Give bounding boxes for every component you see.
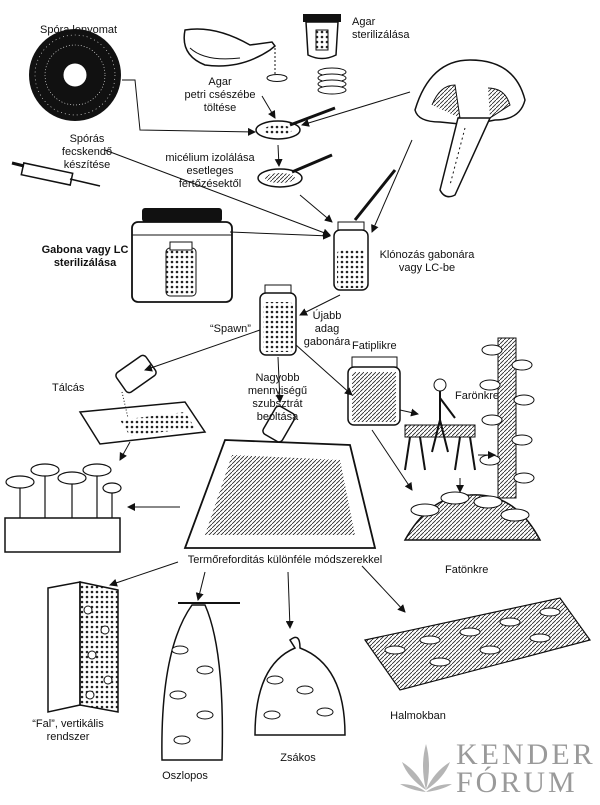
kender-forum-logo: KENDER FÓRUM xyxy=(398,740,598,800)
mushroom-cross-section-illustration xyxy=(414,59,526,198)
label-agar-petri-3: töltése xyxy=(203,102,237,114)
logo-word-forum: FÓRUM xyxy=(456,766,578,799)
log-inoculation-illustration xyxy=(404,378,476,471)
spawn-jar-illustration xyxy=(259,284,297,356)
logo-word-kender: KENDER xyxy=(456,738,596,771)
pressure-cooker-illustration xyxy=(131,208,233,303)
sack-illustration xyxy=(254,636,346,736)
petri-dish-stack-illustration xyxy=(317,67,347,95)
label-fruiting-methods: Termőreforditás különféle módszerekkel xyxy=(187,554,383,566)
petri-agar-illustration xyxy=(255,106,336,140)
label-wall-1: “Fal”, vertikális xyxy=(32,718,104,730)
label-grain-sterilization-2: sterilizálása xyxy=(53,257,117,269)
label-bulk-2: mennyiségű xyxy=(247,385,308,397)
label-logs: Farönkre xyxy=(455,390,500,402)
wall-system-illustration xyxy=(47,581,119,713)
leaf-logo-icon xyxy=(400,744,452,792)
label-bulk-3: szubsztrát xyxy=(252,398,303,410)
column-bag-illustration xyxy=(161,602,240,761)
substrate-bed-illustration xyxy=(183,405,377,549)
label-spawn: “Spawn” xyxy=(210,323,251,335)
fruiting-tray-illustration xyxy=(4,463,122,553)
label-mounds: Halmokban xyxy=(390,710,446,722)
label-column: Oszlopos xyxy=(162,770,208,782)
flow-arrows xyxy=(104,79,496,629)
label-mycelium-1: micélium izolálása xyxy=(165,152,255,164)
label-agar-sterilization-1: Agar xyxy=(352,16,376,28)
label-bulk-1: Nagyobb xyxy=(255,372,300,384)
label-agar-sterilization-2: sterilizálása xyxy=(352,29,410,41)
spore-print-illustration xyxy=(29,29,121,121)
label-agar-petri-1: Agar xyxy=(208,76,232,88)
label-wall-2: rendszer xyxy=(46,731,90,743)
label-more-grain-1: Újabb xyxy=(312,310,342,322)
label-tray: Tálcás xyxy=(52,382,85,394)
label-grain-sterilization-1: Gabona vagy LC xyxy=(41,244,129,256)
label-dowels: Fatiplikre xyxy=(352,340,397,352)
syringe-illustration xyxy=(11,161,101,187)
label-syringe-1: Spórás xyxy=(69,133,105,145)
label-agar-petri-2: petri csészébe xyxy=(184,89,256,101)
agar-sterilizer-illustration xyxy=(303,14,341,60)
label-bulk-4: beoltása xyxy=(256,411,299,423)
petri-mycelium-illustration xyxy=(257,153,333,188)
label-spore-print: Spóra lenyomat xyxy=(40,24,118,36)
petri-dish-pouring-illustration xyxy=(266,74,288,82)
label-stumps: Fatönkre xyxy=(445,564,489,576)
label-sack: Zsákos xyxy=(280,752,316,764)
label-cloning-2: vagy LC-be xyxy=(398,262,456,274)
dowel-jar-illustration xyxy=(347,356,401,426)
label-syringe-3: készítése xyxy=(63,159,111,171)
label-more-grain-2: adag xyxy=(314,323,340,335)
stump-illustration xyxy=(403,491,542,541)
mound-illustration xyxy=(363,597,591,691)
label-mycelium-2: esetleges xyxy=(186,165,234,177)
tray-illustration xyxy=(78,354,207,445)
label-syringe-2: fecskendő xyxy=(61,146,113,158)
label-cloning-1: Klónozás gabonára xyxy=(379,249,475,261)
grain-jar-illustration xyxy=(333,169,397,291)
label-more-grain-3: gabonára xyxy=(303,336,351,348)
label-mycelium-3: fertőzésektől xyxy=(178,178,242,190)
tall-log-illustration xyxy=(479,337,535,499)
agar-flask-illustration xyxy=(183,28,277,74)
